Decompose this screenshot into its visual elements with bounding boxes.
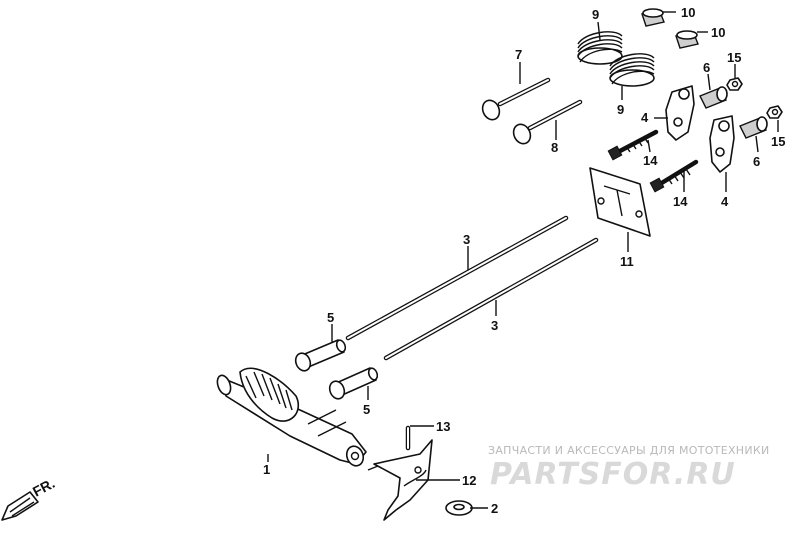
valve-intake: [481, 77, 551, 121]
valve-spring-upper: [577, 31, 623, 65]
callout-15: 15: [727, 50, 741, 65]
callout-numbers: 9 10 10 7 15 6 9 4 15 8 14 6 14 4 3 11 5…: [263, 5, 785, 516]
callout-5: 5: [327, 310, 334, 325]
nut-upper: [726, 77, 743, 91]
callout-3: 3: [491, 318, 498, 333]
callout-13: 13: [436, 419, 450, 434]
callout-11: 11: [620, 254, 634, 269]
watermark: ЗАПЧАСТИ И АКСЕССУАРЫ ДЛЯ МОТОТЕХНИКИ PA…: [488, 444, 770, 492]
callout-3: 3: [463, 232, 470, 247]
front-direction-indicator: FR.: [1, 475, 57, 521]
bolt-lower: [649, 159, 699, 193]
washer: [445, 500, 473, 516]
callout-7: 7: [515, 47, 522, 62]
callout-10: 10: [681, 5, 695, 20]
callout-8: 8: [551, 140, 558, 155]
rocker-arm-lower: [709, 115, 735, 173]
adjuster-lower: [739, 116, 768, 139]
callout-9: 9: [592, 7, 599, 22]
callout-6: 6: [703, 60, 710, 75]
callout-14: 14: [643, 153, 658, 168]
callout-10: 10: [711, 25, 725, 40]
callout-6: 6: [753, 154, 760, 169]
leader-lines: [267, 11, 779, 509]
watermark-caption: ЗАПЧАСТИ И АКСЕССУАРЫ ДЛЯ МОТОТЕХНИКИ: [488, 444, 770, 457]
front-arrow-icon: [1, 491, 39, 521]
camshaft: [216, 367, 367, 467]
rocker-arm-upper: [665, 85, 695, 141]
spring-retainer-lower: [675, 30, 699, 49]
watermark-logo: PARTSFOR.RU: [490, 457, 736, 492]
cover-plate: [589, 167, 651, 237]
valve-exhaust: [512, 99, 583, 145]
decompressor-lever: [367, 439, 433, 521]
nut-lower: [766, 105, 783, 119]
callout-14: 14: [673, 194, 688, 209]
callout-5: 5: [363, 402, 370, 417]
callout-12: 12: [462, 473, 476, 488]
valve-spring-lower: [609, 53, 655, 87]
push-rod-lower: [383, 237, 599, 361]
push-rod-upper: [345, 215, 569, 341]
spring-retainer-upper: [641, 8, 665, 27]
bolt-upper: [607, 129, 659, 161]
lifter-upper: [294, 339, 347, 372]
callout-1: 1: [263, 462, 270, 477]
callout-4: 4: [721, 194, 729, 209]
lifter-lower: [328, 367, 379, 400]
callout-15: 15: [771, 134, 785, 149]
callout-4: 4: [641, 110, 649, 125]
callout-2: 2: [491, 501, 498, 516]
callout-9: 9: [617, 102, 624, 117]
adjuster-upper: [699, 86, 728, 109]
